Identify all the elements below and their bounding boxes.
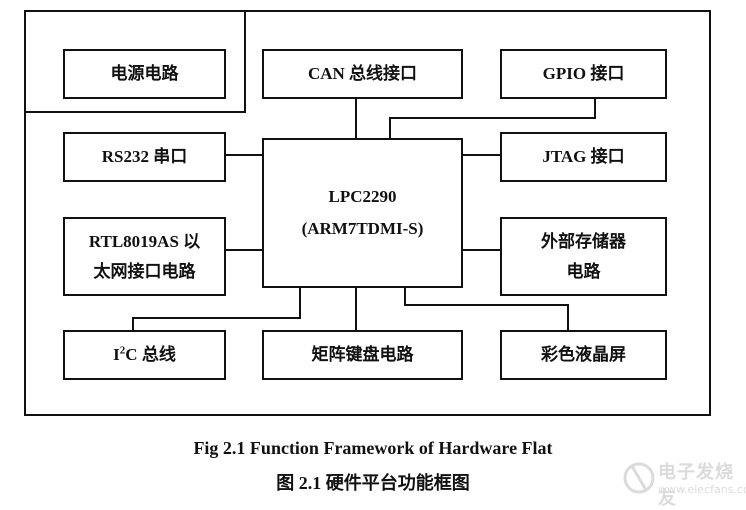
- watermark: 电子发烧友 www.elecfans.com: [622, 456, 746, 509]
- cpu-box: LPC2290 (ARM7TDMI-S): [262, 138, 463, 288]
- cpu-model-label: LPC2290: [328, 186, 397, 206]
- outer-frame: [24, 10, 711, 416]
- rs232-box: RS232 串口: [63, 132, 226, 182]
- rtl8019-label-line2: 太网接口电路: [93, 261, 196, 281]
- gpio-box: GPIO 接口: [500, 49, 667, 99]
- figure-caption-english: Fig 2.1 Function Framework of Hardware F…: [193, 438, 553, 458]
- matrix-keypad-box: 矩阵键盘电路: [262, 330, 463, 380]
- watermark-text-en: www.elecfans.com: [658, 483, 746, 496]
- i2c-suffix: C 总线: [125, 345, 176, 365]
- figure-caption-chinese: 图 2.1 硬件平台功能框图: [276, 473, 470, 493]
- external-memory-label-line1: 外部存储器: [541, 231, 626, 251]
- i2c-bus-label: I2C 总线: [113, 340, 176, 370]
- connector-lcd: [404, 287, 569, 330]
- external-memory-label-line2: 电路: [566, 261, 601, 281]
- color-lcd-label: 彩色液晶屏: [541, 345, 626, 365]
- matrix-keypad-label: 矩阵键盘电路: [311, 345, 414, 365]
- watermark-text-zh: 电子发烧友: [658, 462, 734, 509]
- jtag-label: JTAG 接口: [542, 147, 625, 167]
- connector-gpio: [389, 98, 596, 138]
- can-bus-box: CAN 总线接口: [262, 49, 463, 99]
- can-bus-label: CAN 总线接口: [307, 64, 418, 84]
- power-circuit-label: 电源电路: [110, 64, 179, 84]
- rs232-label: RS232 串口: [101, 147, 188, 167]
- power-section-divider: [25, 11, 246, 113]
- color-lcd-box: 彩色液晶屏: [500, 330, 667, 380]
- rtl8019-ethernet-box: RTL8019AS 以 太网接口电路: [63, 217, 226, 296]
- watermark-logo-icon: [623, 462, 655, 494]
- i2c-bus-box: I2C 总线: [63, 330, 226, 380]
- power-circuit-box: 电源电路: [63, 49, 226, 99]
- cpu-core-label: (ARM7TDMI-S): [301, 219, 424, 238]
- gpio-label: GPIO 接口: [542, 64, 625, 84]
- i2c-prefix: I: [113, 345, 120, 365]
- i2c-superscript: 2: [119, 344, 126, 357]
- jtag-box: JTAG 接口: [500, 132, 667, 182]
- connector-i2c: [132, 287, 301, 330]
- external-memory-box: 外部存储器 电路: [500, 217, 667, 296]
- rtl8019-label-line1: RTL8019AS 以: [88, 231, 201, 251]
